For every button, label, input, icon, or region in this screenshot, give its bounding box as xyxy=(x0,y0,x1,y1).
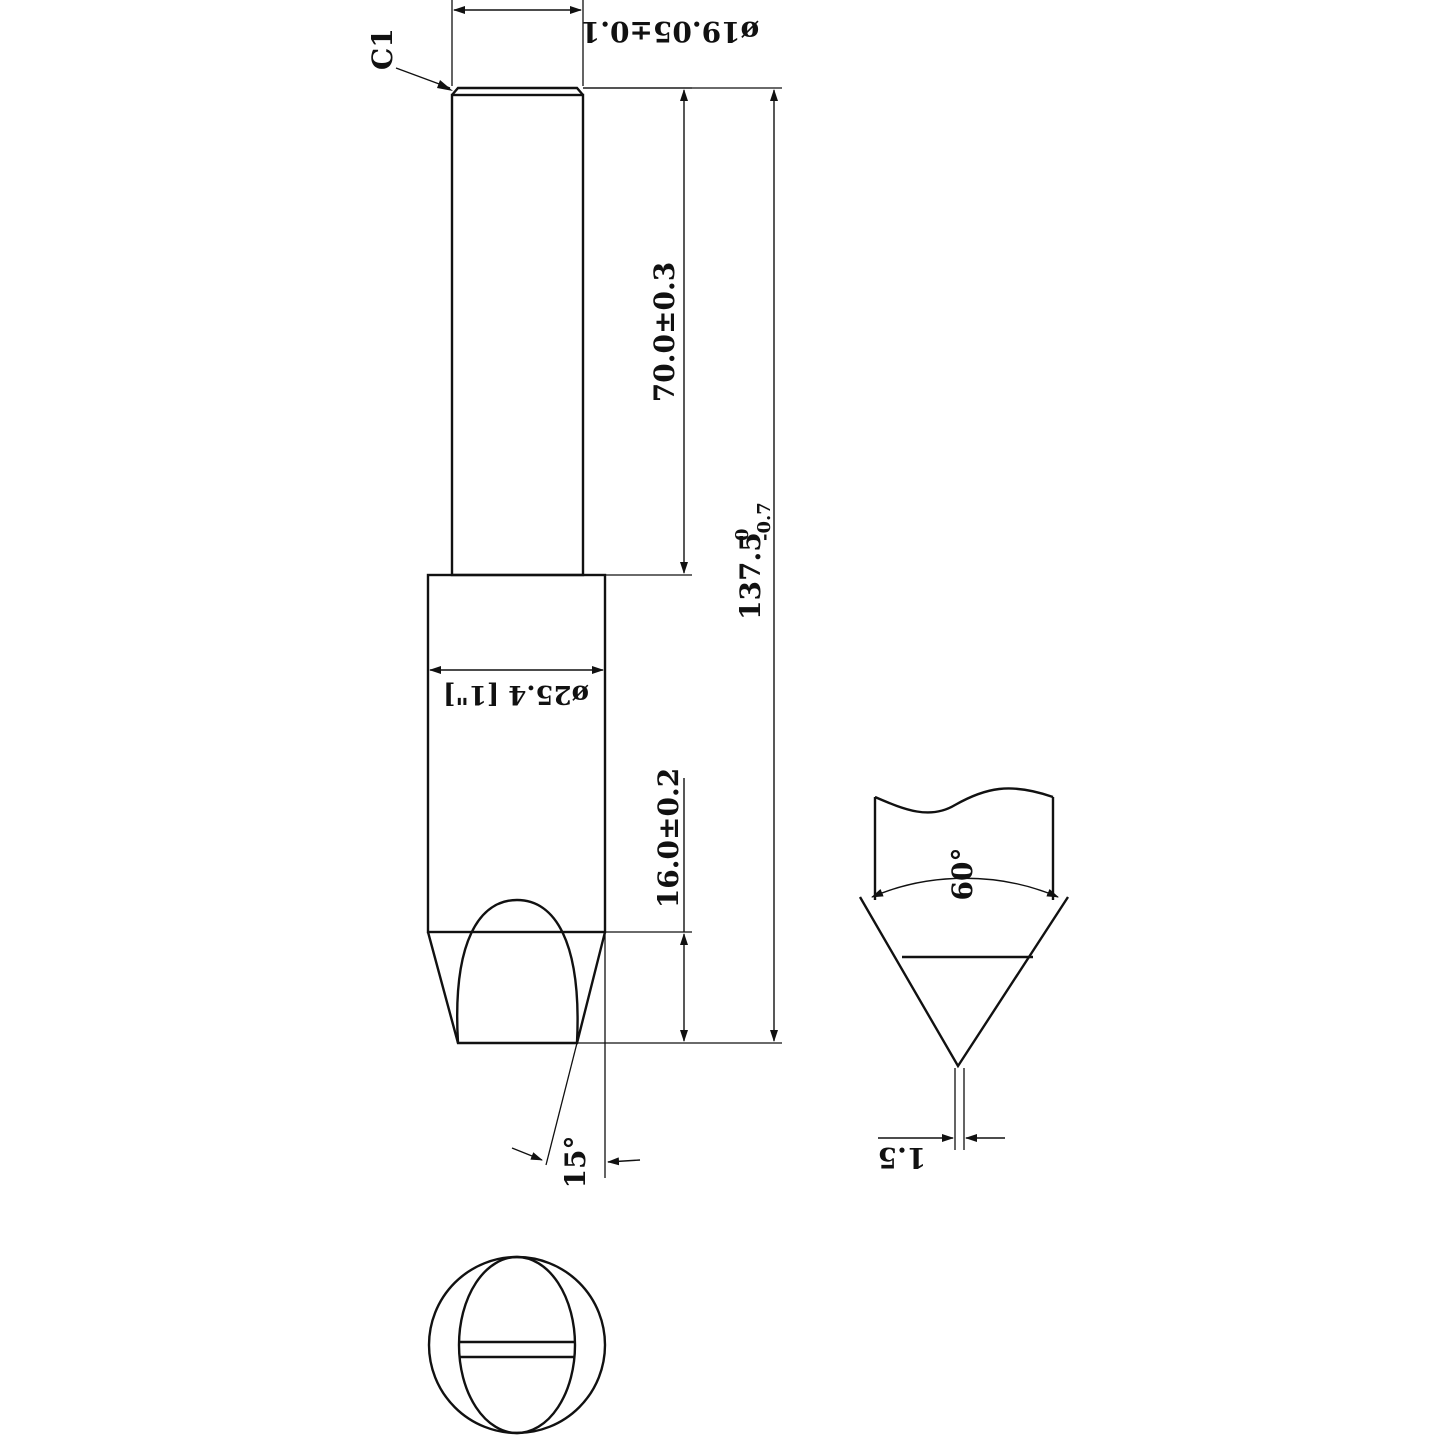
tip-angle-arc xyxy=(871,877,1059,898)
cutter-body xyxy=(426,573,607,934)
chamfer-callout: C1 xyxy=(366,28,453,91)
shank-chamfer xyxy=(451,86,584,96)
shank-body xyxy=(450,93,585,577)
dim-cutting-length: 16.0±0.2 xyxy=(605,768,692,1042)
clearance-angle-label: 15° xyxy=(559,1136,592,1189)
tip-flat-label: 1.5 xyxy=(878,1141,927,1174)
shank-length-label: 70.0±0.3 xyxy=(648,262,681,402)
cutter-diameter-label: ø25.4 [1"] xyxy=(443,679,589,709)
end-view-outer-circle xyxy=(427,1255,607,1435)
overall-length-upper-tol: 0 xyxy=(732,528,753,541)
cutting-length-label: 16.0±0.2 xyxy=(652,768,685,908)
tip-angle-label: 60° xyxy=(946,848,979,901)
overall-length-label: 137.5 xyxy=(734,532,767,620)
tip-break-line xyxy=(874,787,1054,814)
dim-overall-length: 137.5 0 -0.7 xyxy=(577,87,782,1044)
cutting-edge-arc xyxy=(456,898,579,1044)
dim-shank-length: 70.0±0.3 xyxy=(583,87,692,576)
tip-vee xyxy=(858,896,1070,1069)
dim-cutter-diameter: ø25.4 [1"] xyxy=(429,666,604,709)
chamfer-label: C1 xyxy=(366,28,399,70)
dim-clearance-angle: 15° xyxy=(511,932,641,1189)
shank xyxy=(450,86,585,577)
end-view xyxy=(427,1255,607,1435)
end-view-inner-ellipse xyxy=(457,1255,577,1435)
overall-length-lower-tol: -0.7 xyxy=(754,502,775,541)
cutter-tip-outline xyxy=(426,931,607,1045)
shank-diameter-label: ø19.05±0.1 xyxy=(581,15,760,48)
dim-shank-diameter: ø19.05±0.1 xyxy=(451,0,760,86)
tip-detail-view: 60° 1.5 xyxy=(858,787,1070,1174)
cutter-head xyxy=(426,573,607,1045)
